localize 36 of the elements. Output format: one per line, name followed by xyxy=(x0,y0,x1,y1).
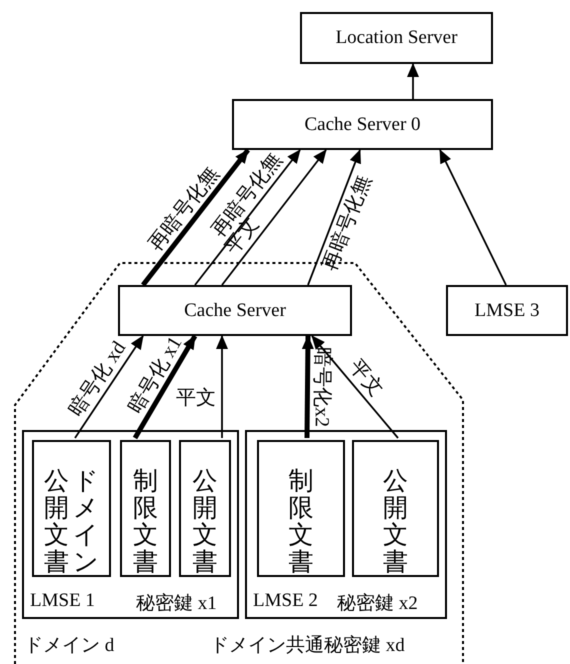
box-label: 秘密鍵 x2 xyxy=(337,592,418,616)
arrow xyxy=(221,149,327,286)
arrow xyxy=(194,149,301,286)
box-label: LMSE 2 xyxy=(253,590,318,612)
document-box xyxy=(179,440,231,577)
arrow xyxy=(74,335,144,438)
server-box: Location Server xyxy=(300,12,493,64)
edge-label: 平文 xyxy=(176,388,216,408)
server-box: LMSE 3 xyxy=(446,285,568,336)
box-label: 秘密鍵 x1 xyxy=(136,592,217,616)
document-box xyxy=(352,440,439,577)
region-label: ドメイン d xyxy=(24,634,114,658)
vertical-text: 公開文書 xyxy=(383,468,408,576)
vertical-text: ドメイン公開文書 xyxy=(44,468,99,576)
document-box xyxy=(257,440,345,577)
vertical-text: 公開文書 xyxy=(192,468,218,576)
server-box: Cache Server xyxy=(118,285,352,336)
lmse-box xyxy=(245,430,447,619)
arrow xyxy=(407,63,419,99)
edge-label: 平文 xyxy=(345,356,386,400)
arrow xyxy=(311,335,399,439)
document-box xyxy=(120,440,171,577)
region-label: ドメイン共通秘密鍵 xd xyxy=(210,634,405,658)
arrow xyxy=(307,149,361,286)
vertical-text: 制限文書 xyxy=(288,468,314,576)
arrow xyxy=(439,149,507,286)
vertical-text: 制限文書 xyxy=(133,468,158,576)
arrow xyxy=(141,148,250,287)
arrow xyxy=(132,334,198,440)
lmse-box xyxy=(22,430,239,619)
document-box xyxy=(32,440,111,577)
edge-label: 再暗号化無 xyxy=(320,172,374,273)
arrow xyxy=(302,335,314,438)
arrow xyxy=(216,335,228,438)
box-label: LMSE 1 xyxy=(30,590,95,612)
server-box: Cache Server 0 xyxy=(232,99,493,150)
